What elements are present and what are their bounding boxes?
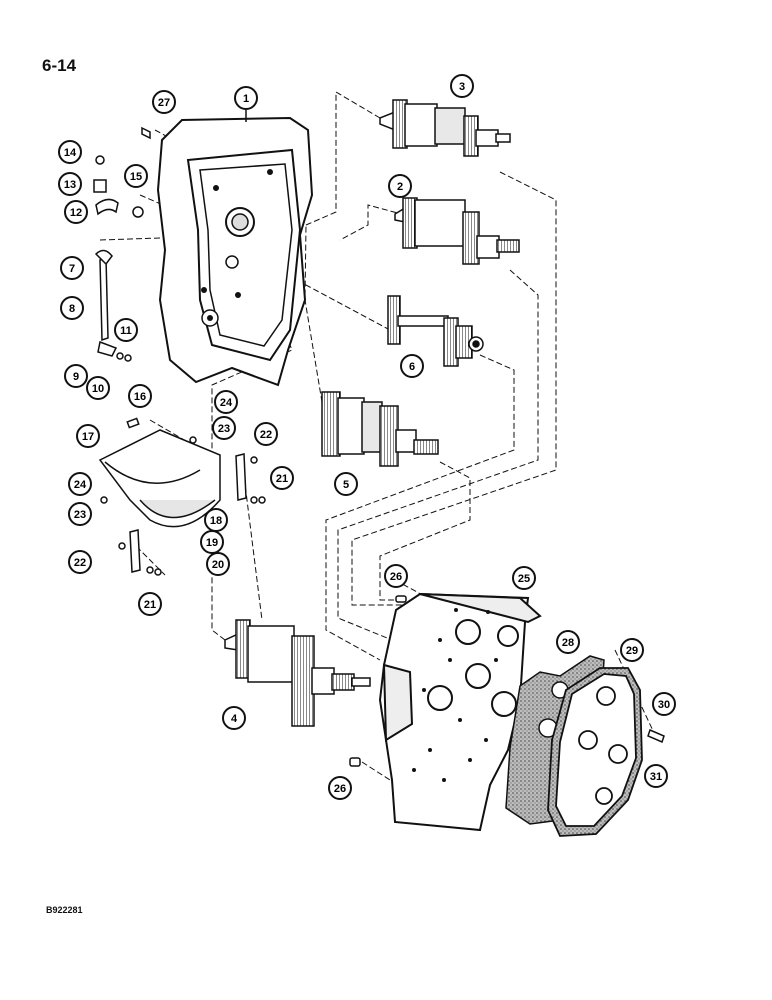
svg-text:10: 10	[92, 383, 104, 395]
figure-code: B922281	[46, 905, 83, 915]
callout-22-right: 22	[254, 422, 278, 446]
rear-housing	[378, 592, 542, 832]
housing-bolt-holes	[412, 608, 498, 782]
callout-19: 19	[200, 530, 224, 554]
callout-31: 31	[644, 764, 668, 788]
svg-text:21: 21	[144, 599, 156, 611]
svg-text:6: 6	[409, 361, 415, 373]
callout-23-left: 23	[68, 502, 92, 526]
callout-8: 8	[60, 296, 84, 320]
callout-25: 25	[512, 566, 536, 590]
cover-plate	[547, 667, 643, 837]
callout-12: 12	[64, 200, 88, 224]
svg-text:18: 18	[210, 515, 222, 527]
svg-text:20: 20	[212, 559, 224, 571]
svg-text:23: 23	[218, 423, 230, 435]
callout-20: 20	[206, 552, 230, 576]
callout-6: 6	[400, 354, 424, 378]
svg-text:5: 5	[343, 479, 349, 491]
svg-text:22: 22	[260, 429, 272, 441]
svg-text:4: 4	[231, 713, 238, 725]
callout-23-top: 23	[212, 416, 236, 440]
callout-14: 14	[58, 140, 82, 164]
callout-17: 17	[76, 424, 100, 448]
transmission-case	[156, 116, 314, 387]
svg-text:14: 14	[64, 147, 77, 159]
callout-4: 4	[222, 706, 246, 730]
callout-27: 27	[152, 90, 176, 114]
callout-24-top: 24	[214, 390, 238, 414]
callout-15: 15	[124, 164, 148, 188]
svg-text:1: 1	[243, 93, 249, 105]
callout-13: 13	[58, 172, 82, 196]
svg-text:27: 27	[158, 97, 170, 109]
callout-16: 16	[128, 384, 152, 408]
callout-28: 28	[556, 630, 580, 654]
callout-29: 29	[620, 638, 644, 662]
pins-and-bolts	[349, 595, 665, 767]
svg-text:30: 30	[658, 699, 670, 711]
mounting-brackets	[118, 453, 266, 576]
page-number: 6-14	[42, 56, 77, 75]
svg-text:23: 23	[74, 509, 86, 521]
svg-text:11: 11	[120, 325, 132, 337]
svg-text:2: 2	[397, 181, 403, 193]
svg-text:29: 29	[626, 645, 638, 657]
callout-labels: 1 2 3 4 5 6 7 8 9 10 11 12 13 14 15 16 1…	[58, 74, 676, 800]
svg-text:24: 24	[74, 479, 87, 491]
shaft-assembly-2	[394, 197, 520, 265]
callout-2: 2	[388, 174, 412, 198]
callout-7: 7	[60, 256, 84, 280]
shaft-assembly-6	[387, 295, 484, 367]
callout-26-top: 26	[384, 564, 408, 588]
callout-9: 9	[64, 364, 88, 388]
svg-text:8: 8	[69, 303, 75, 315]
callout-21-bottom: 21	[138, 592, 162, 616]
svg-text:26: 26	[334, 783, 346, 795]
callout-21-right: 21	[270, 466, 294, 490]
svg-text:19: 19	[206, 537, 218, 549]
callout-22-left: 22	[68, 550, 92, 574]
callout-26-bottom: 26	[328, 776, 352, 800]
oil-trough	[98, 417, 221, 528]
svg-text:24: 24	[220, 397, 233, 409]
callout-11: 11	[114, 318, 138, 342]
svg-text:13: 13	[64, 179, 76, 191]
callout-1: 1	[234, 86, 258, 122]
callout-3: 3	[450, 74, 474, 98]
svg-text:15: 15	[130, 171, 142, 183]
svg-text:9: 9	[73, 371, 79, 383]
shaft-assembly-4	[224, 619, 371, 727]
svg-text:12: 12	[70, 207, 82, 219]
callout-18: 18	[204, 508, 228, 532]
callout-5: 5	[334, 472, 358, 496]
shaft-assembly-3	[379, 99, 511, 157]
svg-text:22: 22	[74, 557, 86, 569]
callout-24-left: 24	[68, 472, 92, 496]
svg-text:25: 25	[518, 573, 530, 585]
svg-text:3: 3	[459, 81, 465, 93]
callout-10: 10	[86, 376, 110, 400]
svg-text:26: 26	[390, 571, 402, 583]
svg-text:16: 16	[134, 391, 146, 403]
tube-and-fittings	[93, 126, 151, 362]
callout-30: 30	[652, 692, 676, 716]
shaft-assembly-5	[321, 391, 439, 467]
svg-text:28: 28	[562, 637, 574, 649]
svg-text:7: 7	[69, 263, 75, 275]
svg-text:17: 17	[82, 431, 94, 443]
svg-text:31: 31	[650, 771, 662, 783]
svg-text:21: 21	[276, 473, 288, 485]
